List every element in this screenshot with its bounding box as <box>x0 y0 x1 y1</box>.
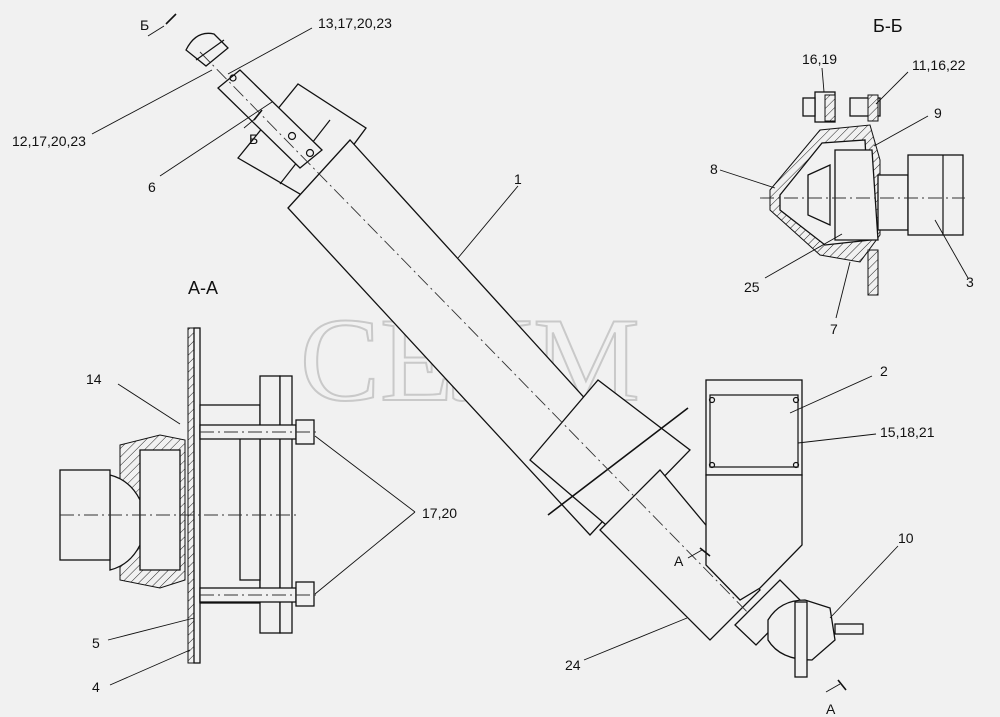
label-part-5: 5 <box>92 635 100 651</box>
label-part-25: 25 <box>744 279 760 295</box>
label-part-3: 3 <box>966 274 974 290</box>
label-part-15-18-21: 15,18,21 <box>880 424 935 440</box>
reducer-shaft <box>834 623 864 635</box>
bolt-bottom <box>295 581 315 607</box>
label-part-2: 2 <box>880 363 888 379</box>
housing-box <box>705 379 803 476</box>
bearing-inner <box>807 163 831 227</box>
reducer-flange <box>794 601 808 678</box>
middle-clamp <box>529 379 691 531</box>
label-part-6: 6 <box>148 179 156 195</box>
bearing-9 <box>834 149 879 241</box>
label-part-24: 24 <box>565 657 581 673</box>
section-aa-view <box>59 327 320 664</box>
svg-text:Б: Б <box>249 131 258 147</box>
gasket-5 <box>193 327 201 664</box>
svg-text:А: А <box>674 553 684 569</box>
label-part-11-16-22: 11,16,22 <box>912 57 966 73</box>
label-part-12-17-20-23: 12,17,20,23 <box>12 133 86 149</box>
section-title-bb: Б-Б <box>873 16 903 36</box>
label-part-13-17-20-23: 13,17,20,23 <box>318 15 392 31</box>
label-part-16-19: 16,19 <box>802 51 837 67</box>
label-part-17-20: 17,20 <box>422 505 457 521</box>
label-part-9: 9 <box>934 105 942 121</box>
label-part-7: 7 <box>830 321 838 337</box>
shaft-3 <box>907 154 964 236</box>
cut-mark-b-top: Б <box>140 13 177 37</box>
section-title-aa: А-А <box>188 278 218 298</box>
cut-mark-b-mid: Б <box>243 109 263 147</box>
label-part-14: 14 <box>86 371 102 387</box>
main-tube-assembly <box>185 32 761 641</box>
lower-tube <box>599 469 761 641</box>
upper-rod <box>217 69 323 169</box>
plate-4 <box>187 327 195 664</box>
svg-text:А: А <box>826 701 836 717</box>
cut-mark-a-bottom: А <box>825 679 847 717</box>
top-cap <box>185 32 229 67</box>
label-part-1: 1 <box>514 171 522 187</box>
elbow-transition <box>705 474 803 601</box>
reducer-unit <box>767 599 864 678</box>
label-part-4: 4 <box>92 679 100 695</box>
cut-mark-a-mid: А <box>674 547 711 569</box>
svg-text:Б: Б <box>140 17 149 33</box>
elbow-housing <box>705 379 803 646</box>
bracket-7 <box>867 249 879 296</box>
label-part-8: 8 <box>710 161 718 177</box>
section-bb-view <box>760 91 965 296</box>
label-part-10: 10 <box>898 530 914 546</box>
